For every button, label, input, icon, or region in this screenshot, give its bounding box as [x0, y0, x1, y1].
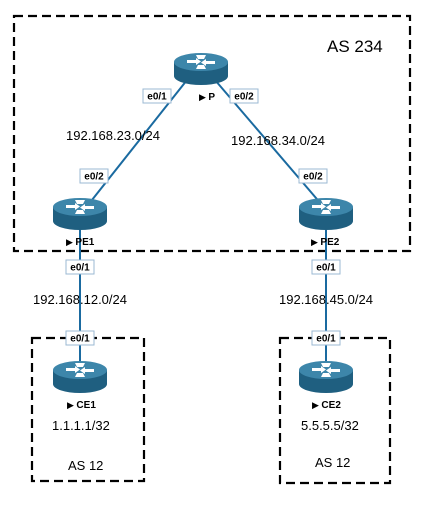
router-label: ▶ P	[199, 92, 215, 103]
iface-pe1-e0-1: e0/1	[65, 259, 95, 275]
router-pe2[interactable]: ▶ PE2	[299, 198, 353, 248]
ce2-loopback-label: 5.5.5.5/32	[301, 418, 359, 433]
router-label: ▶ PE2	[311, 237, 340, 248]
router-icon	[174, 53, 228, 85]
iface-label: e0/2	[84, 172, 104, 183]
iface-label: e0/2	[234, 92, 254, 103]
iface-label: e0/1	[70, 263, 90, 274]
iface-p-e0-1: e0/1	[142, 88, 172, 104]
iface-pe2-e0-2: e0/2	[298, 168, 328, 184]
ce1-loopback-label: 1.1.1.1/32	[52, 418, 110, 433]
subnet-label-pe2-ce2: 192.168.45.0/24	[279, 292, 373, 307]
router-icon	[53, 198, 107, 230]
router-icon	[299, 361, 353, 393]
router-p[interactable]: ▶ P	[174, 53, 228, 103]
router-pe1[interactable]: ▶ PE1	[53, 198, 107, 248]
router-label: ▶ PE1	[66, 237, 95, 248]
subnet-label-pe1-ce1: 192.168.12.0/24	[33, 292, 127, 307]
iface-ce2-e0-1: e0/1	[311, 330, 341, 346]
as-12-right-label: AS 12	[315, 455, 350, 470]
router-ce1[interactable]: ▶ CE1	[53, 361, 107, 411]
as-234-boundary	[12, 14, 412, 253]
as-12-right-boundary	[278, 336, 392, 485]
subnet-label-p-pe2: 192.168.34.0/24	[231, 133, 325, 148]
iface-p-e0-2: e0/2	[229, 88, 259, 104]
subnet-label-p-pe1: 192.168.23.0/24	[66, 128, 160, 143]
router-ce2[interactable]: ▶ CE2	[299, 361, 353, 411]
iface-label: e0/1	[316, 334, 336, 345]
iface-label: e0/2	[303, 172, 323, 183]
as-234-label: AS 234	[327, 37, 383, 56]
as-12-left-label: AS 12	[68, 458, 103, 473]
iface-label: e0/1	[316, 263, 336, 274]
router-label: ▶ CE1	[67, 400, 96, 411]
iface-pe1-e0-2: e0/2	[79, 168, 109, 184]
iface-ce1-e0-1: e0/1	[65, 330, 95, 346]
router-icon	[53, 361, 107, 393]
iface-label: e0/1	[147, 92, 167, 103]
router-label: ▶ CE2	[312, 400, 341, 411]
iface-pe2-e0-1: e0/1	[311, 259, 341, 275]
router-icon	[299, 198, 353, 230]
iface-label: e0/1	[70, 334, 90, 345]
